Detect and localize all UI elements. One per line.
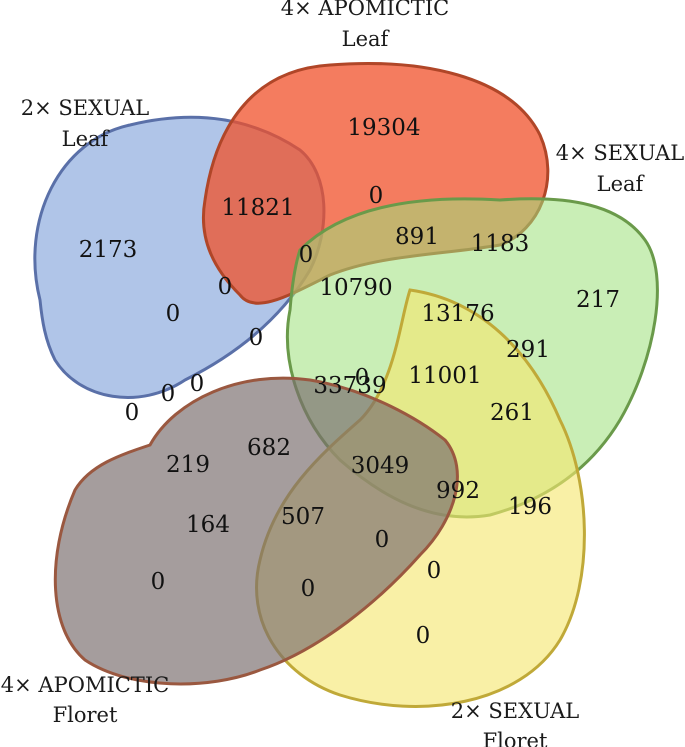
set-label-line1: 4× APOMICTIC (281, 0, 449, 20)
set-label-line2: Floret (53, 703, 118, 727)
region-count-r13: 13176 (421, 301, 494, 327)
region-count-r08: 891 (395, 224, 439, 250)
region-count-r12: 10790 (319, 275, 392, 301)
region-count-r10: 0 (166, 301, 181, 327)
set-label-line1: 4× SEXUAL (556, 141, 685, 165)
region-count-r20: 0 (355, 365, 370, 391)
region-count-r25: 992 (436, 478, 480, 504)
region-count-r06: 11821 (221, 195, 294, 221)
region-count-r14: 0 (190, 371, 205, 397)
region-count-r18: 33739 (313, 373, 386, 399)
region-count-r31: 0 (151, 569, 166, 595)
region-count-r29: 0 (375, 527, 390, 553)
set-label-line2: Leaf (342, 27, 391, 51)
region-count-r28: 507 (281, 504, 325, 530)
set-shapes (33, 62, 659, 708)
region-count-r04: 0 (369, 183, 384, 209)
region-count-r24: 3049 (351, 453, 410, 479)
region-count-r30: 0 (427, 558, 442, 584)
region-count-r26: 196 (508, 494, 552, 520)
region-count-r07: 0 (299, 242, 314, 268)
region-count-r17: 0 (161, 381, 176, 407)
region-count-r32: 0 (301, 576, 316, 602)
region-count-r19: 11001 (408, 363, 481, 389)
set-label-4x-apomictic-leaf: 4× APOMICTIC Leaf (281, 0, 449, 51)
region-count-r27: 164 (186, 512, 230, 538)
set-shape-4x-apomictic-floret (53, 376, 459, 686)
set-label-line1: 2× SEXUAL (451, 699, 580, 723)
region-count-r05: 0 (218, 274, 233, 300)
set-label-line2: Leaf (597, 172, 646, 196)
set-label-line1: 2× SEXUAL (21, 96, 150, 120)
region-count-r01: 2173 (79, 237, 138, 263)
set-label-line1: 4× APOMICTIC (1, 673, 169, 697)
set-label-4x-apomictic-floret: 4× APOMICTIC Floret (1, 673, 169, 727)
region-count-r16: 291 (506, 337, 550, 363)
region-count-r33: 0 (416, 623, 431, 649)
set-label-line2: Floret (483, 729, 548, 747)
region-count-r09: 1183 (471, 231, 530, 257)
set-label-2x-sexual-leaf: 2× SEXUAL Leaf (21, 96, 150, 151)
region-count-r02: 19304 (347, 115, 420, 141)
region-count-r15: 0 (125, 400, 140, 426)
region-count-r22: 219 (166, 452, 210, 478)
region-count-r23: 682 (247, 435, 291, 461)
region-count-r21: 261 (490, 400, 534, 426)
region-count-r03: 217 (576, 287, 620, 313)
set-label-line2: Leaf (62, 127, 111, 151)
region-count-r11: 0 (249, 325, 264, 351)
set-label-4x-sexual-leaf: 4× SEXUAL Leaf (556, 141, 685, 196)
set-label-2x-sexual-floret: 2× SEXUAL Floret (451, 699, 580, 747)
